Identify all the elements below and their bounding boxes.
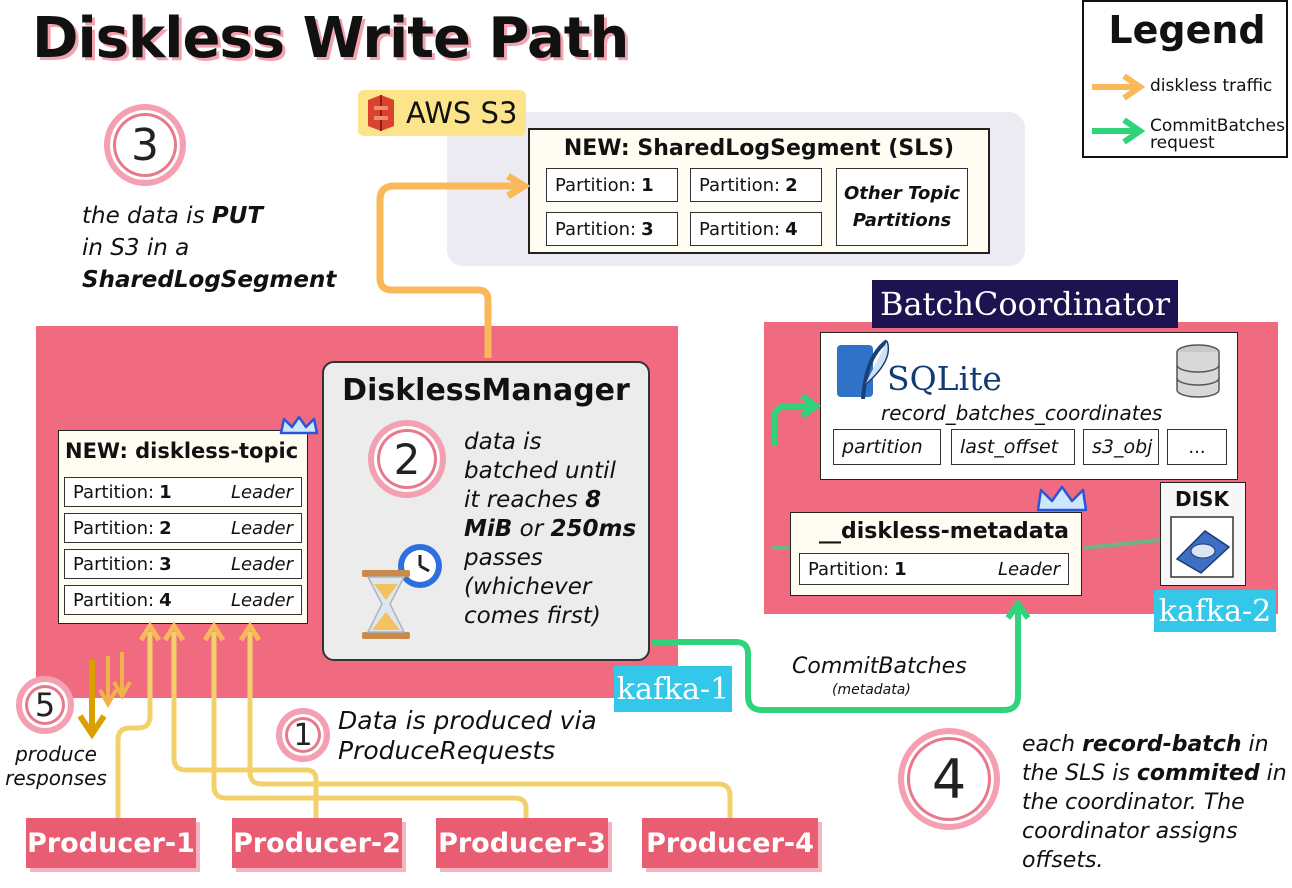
step-4-circle: 4	[898, 728, 1000, 830]
hourglass-clock-icon	[362, 544, 442, 639]
diskless-manager-title: DisklessManager	[342, 373, 630, 408]
sls-partition-2: Partition:2	[690, 168, 822, 202]
producer-3-line	[211, 632, 529, 822]
database-icon	[1176, 344, 1220, 398]
step-4-text: each record-batch in the SLS is commited…	[1022, 732, 1287, 873]
column-last-offset: last_offset	[951, 429, 1075, 465]
diskless-topic-title: NEW: diskless-topic	[65, 439, 299, 463]
sls-partition-3: Partition:3	[546, 212, 678, 246]
s3-put-arrow	[376, 182, 520, 358]
legend: Legend diskless traffic CommitBatches re…	[1082, 0, 1288, 158]
page-title: Diskless Write Path	[32, 6, 629, 71]
step-5-circle: 5	[16, 676, 74, 734]
kafka-2-tag: kafka-2	[1154, 590, 1276, 632]
producer-2: Producer-2	[232, 818, 402, 868]
disk-label: DISK	[1175, 487, 1229, 511]
table-name: record_batches_coordinates	[881, 401, 1163, 425]
metadata-crown-icon	[1036, 485, 1088, 512]
step-3-text: the data is PUT in S3 in a SharedLogSegm…	[82, 203, 337, 293]
sqlite-label: SQLite	[887, 359, 1002, 398]
disk-panel: DISK	[1160, 482, 1246, 586]
step-2-circle: 2	[368, 420, 446, 498]
step-3-circle: 3	[104, 104, 186, 186]
metadata-title: __diskless-metadata	[819, 519, 1069, 544]
step-1-circle: 1	[276, 708, 330, 762]
aws-s3-label: AWS S3	[406, 96, 518, 130]
leader-crown-icon	[279, 415, 319, 435]
commit-batches-arrow	[652, 608, 1021, 713]
hard-disk-icon	[1170, 516, 1234, 578]
shared-log-segment: NEW: SharedLogSegment (SLS) Partition:1 …	[528, 128, 990, 254]
sls-partition-1: Partition:1	[546, 168, 678, 202]
commit-batches-label: CommitBatches	[792, 654, 967, 679]
legend-orange-arrow-icon	[1092, 74, 1146, 101]
column-partition: partition	[833, 429, 941, 465]
step-1-text: Data is produced via ProduceRequests	[338, 706, 597, 765]
legend-diskless-label: diskless traffic	[1150, 76, 1273, 96]
sqlite-panel: SQLite record_batches_coordinates partit…	[820, 332, 1238, 480]
legend-commit-label: CommitBatches	[1150, 116, 1285, 136]
legend-title: Legend	[1108, 8, 1266, 52]
column-s3-obj: s3_obj	[1083, 429, 1159, 465]
legend-arrows	[1092, 74, 1146, 145]
aws-s3-tag: AWS S3	[358, 90, 526, 136]
sqlite-feather-icon	[837, 339, 890, 400]
kafka-1-tag: kafka-1	[614, 666, 732, 712]
commit-batches-sub: (metadata)	[832, 682, 911, 698]
producer-2-line	[171, 632, 319, 822]
legend-green-arrow-icon	[1092, 117, 1146, 145]
step-5-text: produce responses	[5, 742, 107, 790]
column-more: ...	[1167, 429, 1227, 465]
batch-coordinator-tag: BatchCoordinator	[872, 280, 1178, 328]
coordinator-arrow	[771, 403, 812, 446]
sls-partition-4: Partition:4	[690, 212, 822, 246]
producer-4: Producer-4	[642, 818, 818, 868]
producer-3: Producer-3	[436, 818, 608, 868]
step-2-text: data is batched until it reaches 8 MiB o…	[464, 429, 637, 629]
producer-1-line	[115, 632, 153, 822]
producer-4-line	[247, 632, 733, 822]
sls-title: NEW: SharedLogSegment (SLS)	[563, 136, 955, 161]
aws-s3-bucket-icon	[368, 95, 394, 131]
legend-commit-label-2: request	[1150, 133, 1215, 153]
diskless-manager: DisklessManager	[322, 361, 650, 661]
producer-1: Producer-1	[26, 818, 196, 868]
